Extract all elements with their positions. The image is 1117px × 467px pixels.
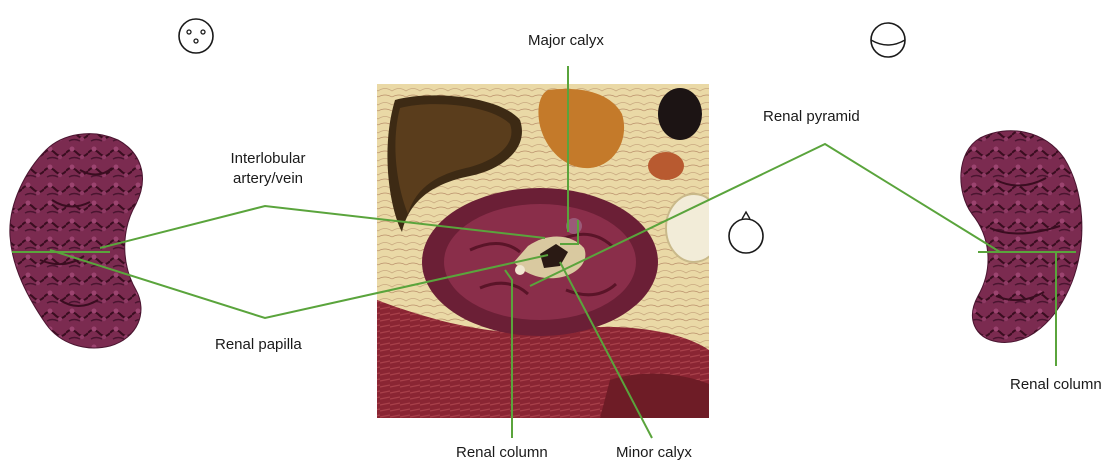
label-renal-column-right: Renal column (1010, 376, 1102, 394)
label-renal-column-bottom: Renal column (456, 444, 548, 462)
label-interlobular-line2: artery/vein (216, 170, 320, 188)
lateral-view-head-icon (729, 212, 763, 253)
anterior-view-face-icon (179, 19, 213, 53)
cross-section-photo (377, 84, 722, 418)
label-renal-pyramid: Renal pyramid (763, 108, 860, 126)
left-kidney-specimen (10, 134, 143, 348)
label-renal-papilla: Renal papilla (215, 336, 302, 354)
label-minor-calyx: Minor calyx (616, 444, 692, 462)
superior-view-head-icon (871, 23, 905, 57)
label-interlobular-line1: Interlobular (216, 150, 320, 168)
label-major-calyx: Major calyx (528, 32, 604, 50)
right-kidney-specimen (961, 131, 1082, 343)
